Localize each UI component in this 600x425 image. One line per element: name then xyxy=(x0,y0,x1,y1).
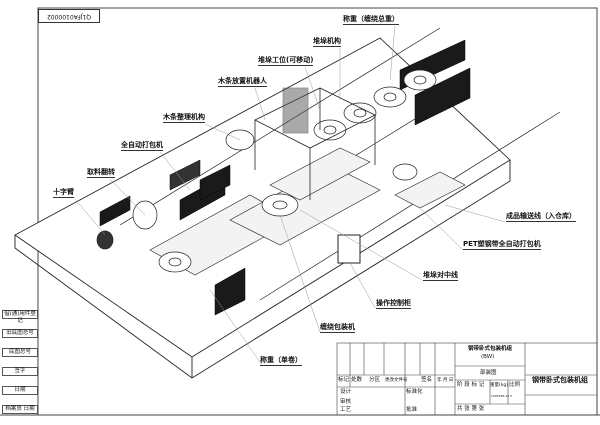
weight-value: 1500786.16 5 xyxy=(491,394,512,398)
callout-pet-strapper: PET塑钢带全自动打包机 xyxy=(463,240,541,250)
drawing-type: 部装图 xyxy=(480,370,497,376)
sheet-count: 共 张 第 张 xyxy=(457,406,485,412)
rev-doc-no: 更改文件号 xyxy=(385,378,408,383)
side-cell: 底图总号 xyxy=(2,348,38,357)
callout-wrapping-machine: 缠绕包装机 xyxy=(320,323,355,333)
callout-output-conveyor: 成品输送线（入仓库） xyxy=(506,212,576,222)
control-cabinet xyxy=(337,234,361,264)
design-label: 设计 xyxy=(340,389,352,395)
platform-slab xyxy=(14,27,561,379)
callout-weighing-total: 称重（缠绕总重） xyxy=(343,15,399,25)
drawing-code: Q1JFA0100002 xyxy=(38,9,100,23)
side-cell: 借(通)用件登记 xyxy=(2,310,38,324)
title-block-grid xyxy=(336,342,598,416)
side-cell: 日期 xyxy=(2,386,38,395)
callout-control-cabinet: 操作控制柜 xyxy=(376,299,411,309)
callout-pick-flip: 取料翻转 xyxy=(87,168,115,178)
product-name: 钢带卧式包装机组 xyxy=(468,346,513,352)
stage-mark-label: 阶 段 标 记 xyxy=(457,382,485,388)
callout-stacking-station: 堆垛工位(可移动) xyxy=(258,56,314,66)
standardization-label: 标准化 xyxy=(406,389,423,395)
callout-cross-arm: 十字臂 xyxy=(53,188,74,198)
approve-label: 批准 xyxy=(406,407,418,413)
callout-wood-robot: 木条放置机器人 xyxy=(218,77,267,87)
process-label: 工艺 xyxy=(340,407,352,413)
scale-label: 比例 xyxy=(509,382,521,388)
callout-weighing-single: 称重（单卷） xyxy=(260,356,302,366)
side-cell: 档案员 日期 xyxy=(2,405,38,414)
product-code: (BW) xyxy=(481,354,495,360)
rev-mark: 标记 xyxy=(338,377,350,383)
stacking-frame xyxy=(254,87,376,200)
review-label: 审核 xyxy=(340,399,352,405)
callout-wood-sorting: 木条整理机构 xyxy=(163,113,205,123)
rev-date: 年 月 日 xyxy=(437,378,454,383)
rev-count: 处数 xyxy=(351,377,363,383)
callout-stacking-mechanism: 堆垛机构 xyxy=(313,37,341,47)
side-cell: 签字 xyxy=(2,367,38,376)
leader-lines xyxy=(74,25,506,366)
steel-coils xyxy=(96,69,437,273)
title-right: 钢带卧式包装机组 xyxy=(532,376,588,384)
rev-zone: 分区 xyxy=(369,377,381,383)
side-cell: 旧底图总号 xyxy=(2,329,38,338)
weight-label: 重量(kg) xyxy=(490,383,508,388)
callout-auto-strapper: 全自动打包机 xyxy=(121,141,163,151)
callout-centering-line: 堆垛对中线 xyxy=(423,271,458,281)
rev-sign: 签名 xyxy=(421,377,433,383)
